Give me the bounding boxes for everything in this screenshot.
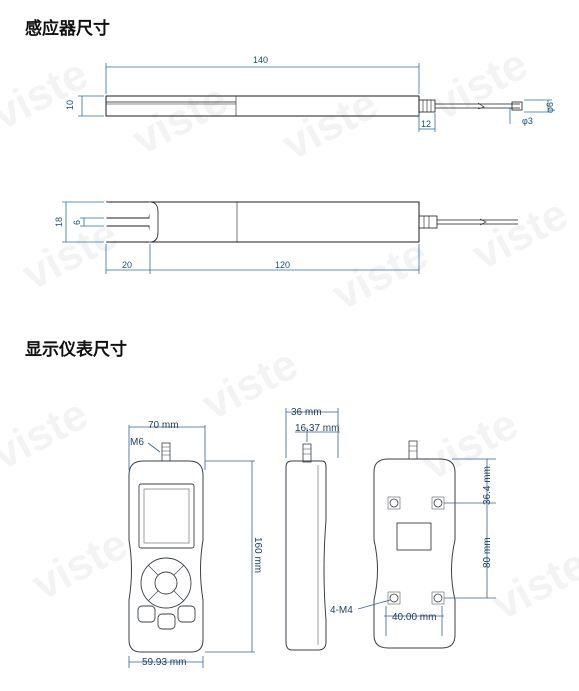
body-length-label: 120	[275, 260, 290, 270]
side-depth-inner-label: 16.37 mm	[295, 423, 339, 434]
right-button	[177, 605, 196, 623]
connector-label: M6	[130, 437, 144, 448]
meter-body	[128, 460, 204, 653]
meter-side-view: 36 mm 16.37 mm	[285, 407, 340, 651]
meter-back-body	[373, 458, 456, 649]
meter-side-body	[285, 460, 327, 651]
sensor-side-body	[149, 201, 420, 243]
slot-length-label: 20	[122, 260, 132, 270]
diameter-6-label: φ6	[545, 102, 555, 113]
middle-button	[157, 613, 176, 630]
side-height-label: 18	[54, 217, 64, 227]
screw-hole-icon	[433, 593, 443, 603]
diameter-3-label: φ3	[522, 116, 533, 126]
slot-height-label: 6	[72, 220, 82, 225]
sensor-side-view: 18 6 20 120	[54, 201, 518, 274]
meter-front-view: 70 mm M6 160 mm 59.93 mm	[128, 420, 263, 668]
sensor-length-label: 140	[253, 55, 268, 65]
bottom-width-label: 59.93 mm	[142, 657, 186, 668]
m6-connector	[161, 442, 171, 462]
top-hole-spacing-label: 36.4 mm	[482, 466, 493, 505]
display-screen	[138, 483, 195, 549]
sensor-body	[105, 95, 420, 117]
left-button	[137, 605, 156, 623]
navigation-pad	[140, 557, 192, 609]
meter-dimensions-title: 显示仪表尺寸	[25, 340, 127, 360]
horizontal-hole-spacing-label: 40.00 mm	[392, 612, 436, 623]
center-button	[154, 571, 178, 595]
meter-back-view: 36.4 mm 80 mm 40.00 mm 4-M4	[330, 440, 496, 649]
sensor-top-view: 140 10 12 φ6 φ3	[65, 55, 555, 132]
battery-cover	[396, 522, 432, 551]
probe-length-label: 12	[421, 119, 431, 129]
screw-spec-label: 4-M4	[330, 605, 353, 616]
screw-hole-icon	[433, 498, 443, 508]
sensor-height-label: 10	[65, 100, 75, 110]
front-width-label: 70 mm	[148, 420, 179, 431]
vertical-hole-spacing-label: 80 mm	[482, 537, 493, 568]
side-depth-label: 36 mm	[291, 407, 322, 418]
screw-hole-icon	[389, 593, 399, 603]
screw-hole-icon	[389, 498, 399, 508]
sensor-dimensions-title: 感应器尺寸	[25, 19, 110, 39]
height-label: 160 mm	[252, 537, 263, 573]
